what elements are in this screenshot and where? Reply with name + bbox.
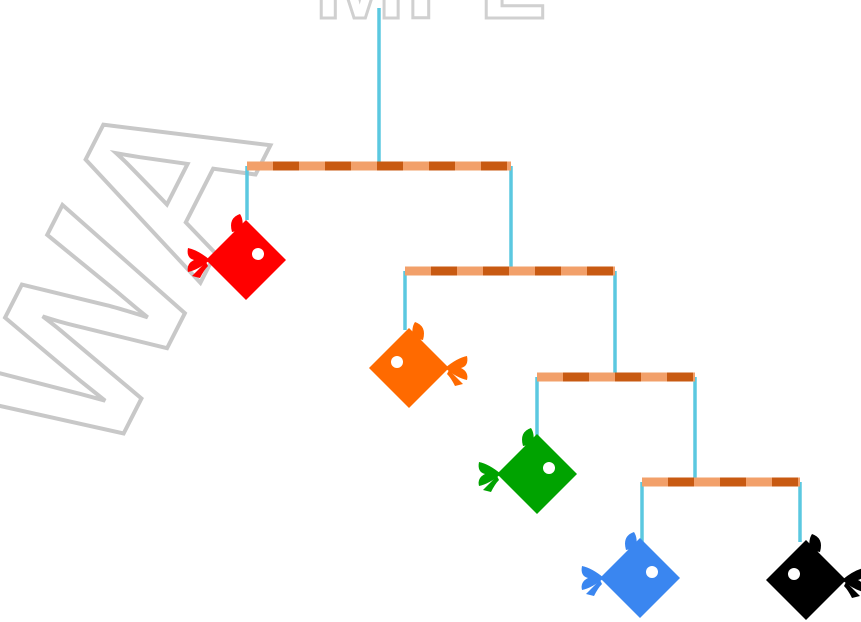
beam-3 <box>537 373 695 382</box>
tail <box>479 462 501 486</box>
eye <box>788 568 800 580</box>
beam-dash-3 <box>772 478 798 487</box>
tail <box>445 356 467 380</box>
beam-dash-4 <box>587 267 613 276</box>
orange-fish <box>369 322 467 408</box>
beam-dash-1 <box>431 267 457 276</box>
blue-fish <box>582 532 680 618</box>
beam-dash-5 <box>481 162 507 171</box>
watermark-top-text: MPL <box>314 0 546 42</box>
beam-dash-1 <box>273 162 299 171</box>
beam-dash-4 <box>429 162 455 171</box>
body <box>766 540 846 620</box>
beam-dash-3 <box>377 162 403 171</box>
body <box>369 328 449 408</box>
beam-dash-2 <box>483 267 509 276</box>
beam-dash-2 <box>615 373 641 382</box>
beam-dash-1 <box>563 373 589 382</box>
beam-dash-2 <box>325 162 351 171</box>
tail <box>582 566 604 590</box>
eye <box>543 462 555 474</box>
eye <box>646 566 658 578</box>
black-fish <box>766 534 861 620</box>
beam-4 <box>642 478 800 487</box>
beam-dash-2 <box>720 478 746 487</box>
body <box>497 434 577 514</box>
green-fish <box>479 428 577 514</box>
beam-1 <box>247 162 511 171</box>
beam-2 <box>405 267 615 276</box>
beam-dash-1 <box>668 478 694 487</box>
eye <box>391 356 403 368</box>
eye <box>252 248 264 260</box>
beam-dash-3 <box>535 267 561 276</box>
body <box>600 538 680 618</box>
beam-dash-3 <box>667 373 693 382</box>
